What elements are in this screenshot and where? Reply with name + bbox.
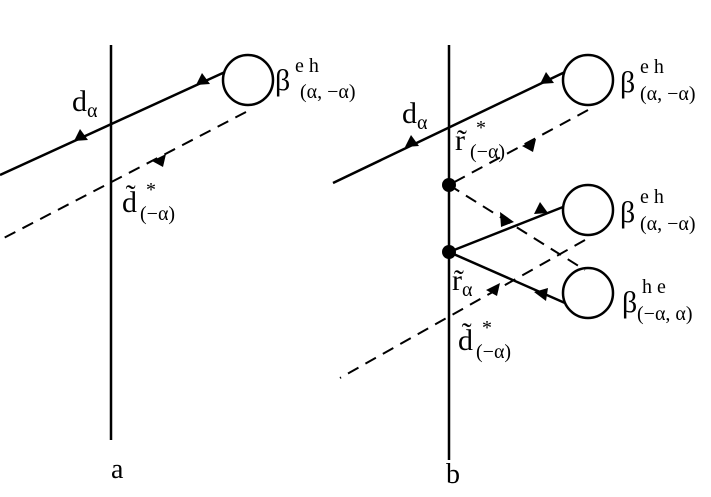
hole-path-b2	[448, 184, 586, 271]
label-dtilde-b-sub: (−α)	[476, 341, 511, 363]
label-beta-a-sup: e h	[295, 55, 319, 77]
electron-path-b	[332, 70, 566, 185]
label-beta-a: β	[275, 64, 290, 97]
electron-arrow-b2	[540, 72, 554, 84]
hole-arrow-b3	[486, 283, 500, 296]
panel-a: dα β e h (α, −α) d̃ * (−α) a	[0, 45, 356, 485]
loop-circle-b2	[561, 183, 615, 237]
electron-path-a	[0, 70, 226, 177]
label-beta-b1-sub: (α, −α)	[640, 83, 696, 105]
electron-arrow-a1	[74, 129, 88, 141]
label-beta-b2-sup: e h	[640, 186, 664, 208]
label-beta-b2-sub: (α, −α)	[640, 213, 696, 235]
hole-arrow-b2	[500, 212, 514, 227]
label-beta-b1-sup: e h	[640, 56, 664, 78]
label-dtilde-a-sub: (−α)	[140, 203, 175, 225]
electron-path-b2	[448, 205, 564, 254]
label-d-a: dα	[72, 85, 98, 122]
label-beta-b2: β	[620, 196, 635, 229]
label-beta-b1: β	[620, 66, 635, 99]
label-rtilde-star-star: *	[476, 117, 486, 139]
electron-arrow-b4	[534, 288, 548, 301]
label-rtilde-star-sub: (−α)	[470, 141, 505, 163]
hole-arrow-a	[152, 154, 166, 167]
label-beta-b3: β	[622, 286, 637, 319]
label-beta-b3-sub: (−α, α)	[637, 303, 693, 325]
panel-label-b: b	[446, 459, 460, 490]
label-beta-a-sub: (α, −α)	[300, 81, 356, 103]
hole-arrow-b1	[522, 139, 536, 152]
label-dtilde-b: d̃	[458, 323, 473, 357]
hole-path-a	[0, 111, 247, 241]
label-rtilde-star: r̃	[455, 124, 467, 157]
label-rtilde: r̃α	[452, 264, 473, 301]
loop-circle-b3	[561, 266, 615, 320]
label-beta-b3-sup: h e	[642, 276, 666, 298]
label-dtilde-a: d̃	[122, 185, 137, 219]
label-dtilde-a-star: *	[146, 179, 156, 201]
panel-label-a: a	[111, 454, 124, 485]
loop-circle-b1	[561, 53, 615, 107]
electron-arrow-b1	[405, 135, 419, 147]
label-d-b: dα	[402, 97, 428, 134]
hole-path-b1	[448, 109, 589, 186]
hole-path-b3	[339, 239, 586, 379]
electron-arrow-b3	[534, 202, 548, 214]
electron-arrow-a2	[196, 73, 210, 85]
loop-circle-a	[221, 53, 275, 107]
label-dtilde-b-star: *	[482, 317, 492, 339]
panel-b: dα β e h (α, −α) r̃ * (−α) β e h (α, −α)…	[332, 45, 696, 490]
